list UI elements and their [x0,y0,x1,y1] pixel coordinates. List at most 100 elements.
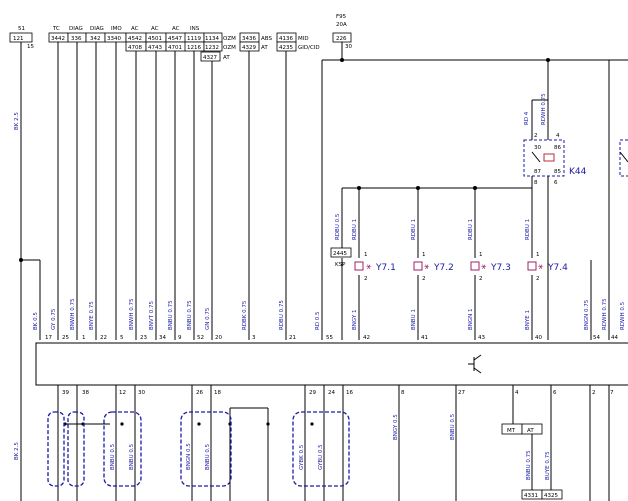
ref-121-number: 121 [13,36,24,42]
injector-y74-pin1: 1 [536,252,540,258]
ref-1232-label: OZM [223,45,236,51]
ref-1134-label: OZM [223,36,236,42]
ref-4327-number: 4327 [203,55,217,61]
ecu-pins-bottom: 39 38 12 30 26 18 29 24 16 8 27 4 6 2 7 [62,390,614,396]
ref-box-4327 [200,51,221,62]
injector-y72: RDBU 1 1 ⚹ Y7.2 2 BNBU 1 [411,219,454,330]
relay-k44: RD 4 RDWH 0.75 2 30 86 4 87 85 8 6 K44 [523,60,628,340]
ref-3340-number: 3340 [107,36,121,42]
injector-y73-symbol: ⚹ [481,262,487,272]
right-wires: BNGN 0.75 RDWH 0.75 RDWH 0.5 [584,60,626,340]
wire-label-bngn075: BNGN 0.75 [584,299,590,330]
ref-121-pin: 15 [27,44,34,50]
pin-52: 52 [197,335,204,341]
relay-pin-8: 8 [534,180,538,186]
ecu-module [35,342,628,386]
injector-y71-name: Y7.1 [375,263,396,273]
relay-pin-4: 4 [556,133,560,139]
mt-label: MT [507,428,516,434]
wire-label-b-gybu05: GYBU 0.5 [318,444,324,470]
ref-gidcid-label: GID/CID [298,45,320,51]
injector-y72-pin2: 2 [422,276,426,282]
pin-21: 21 [289,335,296,341]
pin-22: 22 [100,335,107,341]
injector-y74-name: Y7.4 [547,263,568,273]
pin-23: 23 [140,335,147,341]
injector-y74-ret-wire: BNYE 1 [525,310,531,330]
wire-label-gn075: GN 0.75 [205,307,211,330]
injector-y74-feed-wire: RDBU 1 [525,219,531,240]
relay-wire-rd4: RD 4 [524,111,530,125]
wire-labels-top: BK 2.5 GY 0.75 BNWH 0.75 BNYE 0.75 BNWH … [14,112,321,330]
pin-24: 24 [328,390,335,396]
ref-226-number: 226 [336,36,347,42]
injector-y74-coil [527,261,537,271]
wire-label-b-bnbu075: BNBU 0.75 [526,450,532,480]
ecu-pins-top: 17 25 1 22 5 23 34 9 52 20 3 21 55 42 41… [45,335,618,341]
relay-pin-87: 87 [534,169,541,175]
injector-y74: RDBU 1 1 ⚹ Y7.4 2 BNYE 1 [525,219,568,330]
relay-pin-86: 86 [554,145,561,151]
ecu-body [35,342,628,386]
injector-y73: RDBU 1 1 ⚹ Y7.3 2 BNGN 1 [468,219,511,330]
relay-wire-rdwh075: RDWH 0.75 [541,93,547,125]
injector-y72-symbol: ⚹ [424,262,430,272]
pin-2: 2 [592,390,596,396]
pin-1: 1 [82,335,86,341]
pin-43: 43 [478,335,485,341]
shield-5 [292,411,350,487]
ref-box-4325 [541,489,563,500]
pin-41: 41 [421,335,428,341]
wire-label-b-bnbu05-b: BNBU 0.5 [129,443,135,470]
ref-336-number: 336 [71,36,82,42]
wire-label-rdbk075: RDBK 0.75 [242,300,248,330]
pin-34: 34 [159,335,166,341]
ref-4327-label: AT [223,55,230,61]
injector-y72-ret-wire: BNBU 1 [411,309,417,330]
injector-y73-pin2: 2 [479,276,483,282]
wire-label-rdwh05: RDWH 0.5 [620,301,626,330]
ref-diag1-label: DIAG [69,26,83,32]
ref-diag2-label: DIAG [90,26,104,32]
pin-54: 54 [593,335,600,341]
ref-1134-number: 1134 [205,36,219,42]
injector-y73-name: Y7.3 [490,263,511,273]
relay-pin-2: 2 [534,133,538,139]
shield-3 [103,411,142,487]
ref-f95-amp: 20A [336,22,347,28]
wire-label-bnvt075: BNVT 0.75 [149,300,155,330]
pin-20: 20 [215,335,222,341]
pin-3: 3 [252,335,256,341]
pin-39: 39 [62,390,69,396]
ksp-wire-label: RDBU 0.5 [335,213,341,240]
wire-label-b-bnbu05-c: BNBU 0.5 [205,443,211,470]
wire-label-rd05: RD 0.5 [315,311,321,330]
ref-ac3-label: AC [172,26,180,32]
injector-y73-feed-wire: RDBU 1 [468,219,474,240]
wire-label-b-bk25: BK 2.5 [14,442,20,460]
injector-y71-pin1: 1 [364,252,368,258]
pin-38: 38 [82,390,89,396]
ref-abs-label: ABS [261,36,272,42]
ref-4501-number: 4501 [148,36,162,42]
transistor-icon [468,354,482,374]
pin-5: 5 [120,335,124,341]
wire-label-bnwh075-a: BNWH 0.75 [70,298,76,330]
wire-label-b-bnbu05-a: BNBU 0.5 [110,443,116,470]
ref-1232-number: 1232 [205,45,219,51]
relay-pin-30: 30 [534,145,541,151]
ref-4329-label: AT [261,45,268,51]
ref-tc-label: TC [52,26,60,32]
top-reference-boxes: 51 121 15 TC 3442 DIAG 336 DIAG 342 IMO … [9,14,352,62]
ksp-box [330,247,352,258]
ref-51-group: 51 [18,26,25,32]
pin-30: 30 [138,390,145,396]
at-label: AT [527,428,534,434]
ksp-component: 2445 KSP RDBU 0.5 [330,213,352,268]
ref-3442-number: 3442 [51,36,65,42]
pin-27: 27 [458,390,465,396]
wire-label-bk05: BK 0.5 [33,312,39,330]
shield-1 [47,411,65,487]
relay-pin-6: 6 [554,180,558,186]
wire-label-b-bngy05: BNGY 0.5 [393,414,399,440]
